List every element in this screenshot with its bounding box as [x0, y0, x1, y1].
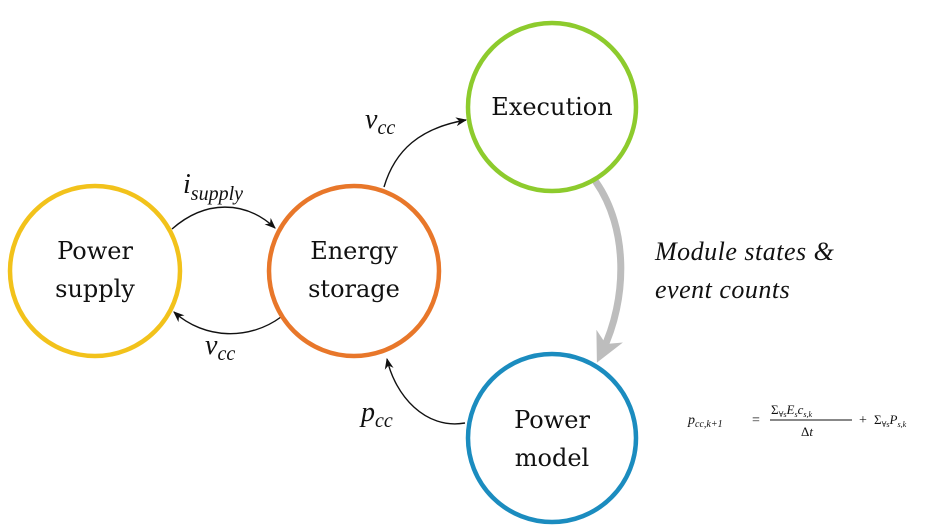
- formula-sum2-sub: ∀s: [882, 420, 890, 429]
- node-power-supply-label-1: Power: [57, 237, 133, 265]
- node-power-model-label-2: model: [515, 444, 589, 472]
- node-power-model-circle: [465, 351, 639, 525]
- node-power-supply-label-2: supply: [55, 275, 135, 303]
- formula-num-sigma: Σ: [771, 402, 779, 417]
- formula-num-c: c: [798, 402, 804, 417]
- label-i-supply: isupply: [183, 169, 243, 205]
- label-v-cc-top: vcc: [365, 104, 395, 139]
- formula-num-E: E: [786, 402, 795, 417]
- node-energy-storage: Energy storage: [266, 183, 442, 359]
- label-v-cc-bottom-base: v: [205, 330, 218, 361]
- label-p-cc-sub: cc: [375, 410, 393, 432]
- label-v-cc-bottom-sub: cc: [217, 343, 235, 365]
- formula-equals: =: [752, 413, 760, 428]
- formula-plus: +: [859, 413, 867, 428]
- formula-den-t: t: [809, 424, 813, 439]
- label-i-supply-base: i: [183, 169, 191, 200]
- formula-denominator: Δt: [801, 424, 813, 439]
- node-power-supply: Power supply: [7, 183, 183, 359]
- label-v-cc-top-base: v: [365, 104, 378, 135]
- arrow-storage-to-supply: [173, 311, 282, 335]
- label-p-cc: pcc: [359, 397, 393, 432]
- formula-lhs-sub: cc,k+1: [695, 419, 723, 430]
- formula: pcc,k+1 = Σ∀sEscs,k Δt + Σ∀sPs,k: [687, 402, 907, 439]
- formula-numerator: Σ∀sEscs,k: [771, 402, 813, 419]
- label-p-cc-base: p: [359, 397, 375, 428]
- note-line-2: event counts: [655, 275, 790, 304]
- formula-den-delta: Δ: [801, 424, 809, 439]
- formula-lhs: pcc,k+1: [687, 413, 723, 430]
- arrow-storage-to-execution: [383, 117, 468, 188]
- node-energy-storage-circle: [266, 183, 442, 359]
- formula-lhs-base: p: [687, 413, 695, 428]
- note-line-1: Module states &: [654, 237, 835, 266]
- node-power-supply-circle: [7, 183, 183, 359]
- node-execution: Execution: [465, 20, 639, 194]
- node-execution-circle: [465, 20, 639, 194]
- node-power-model-label-1: Power: [514, 406, 590, 434]
- arrow-model-to-storage: [384, 357, 466, 425]
- formula-sum2-P: P: [889, 412, 898, 427]
- formula-num-c-sub: s,k: [803, 410, 812, 419]
- arrow-supply-to-storage: [171, 206, 276, 230]
- node-execution-label: Execution: [491, 93, 612, 121]
- label-i-supply-sub: supply: [191, 183, 243, 205]
- formula-num-sigma-sub: ∀s: [779, 410, 787, 419]
- node-power-model: Power model: [465, 351, 639, 525]
- formula-sum2-sigma: Σ: [874, 412, 882, 427]
- label-v-cc-bottom: vcc: [205, 330, 235, 365]
- label-v-cc-top-sub: cc: [377, 117, 395, 139]
- formula-num-E-sub: s: [794, 410, 797, 419]
- node-energy-storage-label-2: storage: [308, 275, 400, 303]
- formula-sum2-P-sub: s,k: [897, 420, 906, 429]
- arrow-execution-to-model: [592, 178, 625, 363]
- node-energy-storage-label-1: Energy: [310, 237, 398, 265]
- formula-sum2: Σ∀sPs,k: [874, 412, 907, 429]
